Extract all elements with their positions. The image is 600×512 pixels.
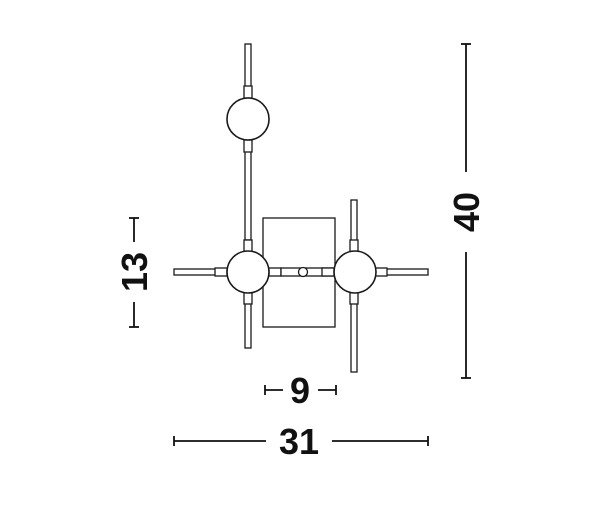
right-globe	[333, 250, 377, 294]
right-cross-assembly	[321, 199, 429, 373]
dimension-canopy-height: 13	[114, 217, 155, 328]
left-globe-connector-right	[268, 267, 282, 277]
canopy-width-label: 9	[290, 370, 310, 411]
right-globe-connector-left	[321, 267, 335, 277]
right-globe-connector-bottom	[349, 291, 359, 305]
wall-lamp-fixture	[173, 43, 429, 373]
top-globe	[226, 97, 270, 141]
left-globe-connector-top	[243, 239, 253, 253]
dimension-total-height: 40	[446, 43, 487, 379]
center-connector	[280, 266, 334, 278]
dimension-total-width: 31	[173, 421, 429, 462]
top-globe-connector-upper	[243, 85, 253, 99]
top-globe-assembly	[226, 85, 270, 153]
top-globe-connector-lower	[243, 139, 253, 153]
left-cross-assembly	[173, 239, 282, 349]
center-joint	[297, 266, 309, 278]
width-total-label: 31	[279, 421, 319, 462]
canopy-height-label: 13	[114, 252, 155, 292]
height-total-label: 40	[446, 192, 487, 232]
left-globe-connector-left	[214, 267, 228, 277]
right-lower-rod	[350, 293, 358, 373]
right-upper-rod	[350, 199, 358, 245]
left-globe	[226, 250, 270, 294]
dimension-canopy-width: 9	[264, 370, 337, 411]
right-globe-connector-top	[349, 239, 359, 253]
